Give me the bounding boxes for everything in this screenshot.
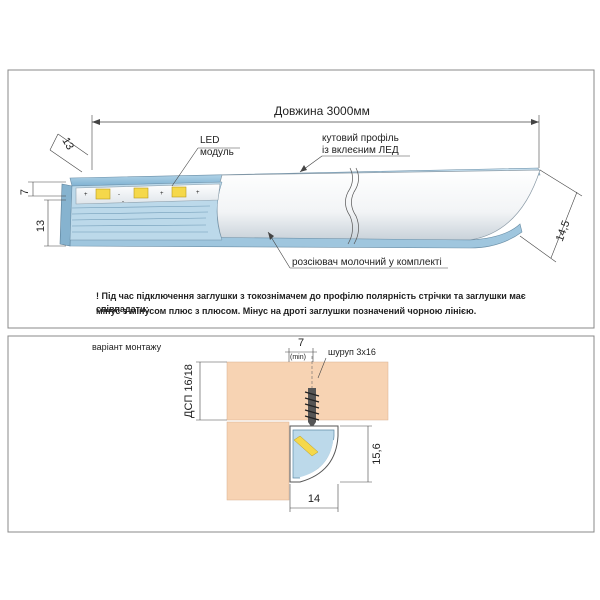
- dim156-label: 15,6: [371, 443, 383, 464]
- bottom-panel-frame: [7, 335, 595, 533]
- diffuser-body: [216, 169, 541, 241]
- dsp-label: ДСП 16/18: [183, 364, 195, 418]
- screw-leader: [317, 357, 327, 379]
- led-chip-3: [171, 186, 187, 198]
- diffuser-leader-arrow: [268, 232, 274, 240]
- profile-end-face: [59, 183, 73, 247]
- screw-label: шуруп 3х16: [328, 347, 376, 357]
- profile-bottom: [65, 223, 523, 249]
- svg-text:-: -: [122, 199, 124, 205]
- diffuser-label: розсіювач молочний у комплекті: [292, 257, 442, 268]
- polarity-note-line1: ! Під час підключення заглушки з токозні…: [96, 291, 526, 314]
- corner-leader-arrow: [300, 165, 307, 172]
- dim-7: 7: [19, 189, 31, 195]
- corner-profile-label-1: кутовий профіль: [322, 132, 399, 144]
- mount-label: варіант монтажу: [92, 342, 162, 352]
- led-chip-2: [133, 187, 149, 199]
- length-label: Довжина 3000мм: [274, 104, 370, 118]
- svg-text:+: +: [196, 190, 200, 196]
- led-module-label-1: LED: [200, 135, 219, 146]
- dim-min-label: (min): [290, 354, 306, 361]
- profile-hatching: [71, 205, 211, 233]
- length-arrow-right: [531, 119, 539, 125]
- svg-text:-: -: [118, 192, 120, 198]
- dim-13-left: 13: [35, 220, 47, 232]
- led-chip-1: [95, 188, 111, 200]
- dim-13-top: 13: [59, 136, 76, 153]
- polarity-note-line2: мінус з мінусом плюс з плюсом. Мінус на …: [96, 306, 477, 316]
- length-arrow-left: [92, 119, 100, 125]
- svg-text:+: +: [160, 191, 164, 197]
- led-leader: [171, 147, 199, 187]
- mini-diffuser: [299, 439, 335, 479]
- break-line-1: [345, 167, 353, 245]
- break-line-2: [351, 167, 359, 245]
- dim7-label: 7: [298, 337, 304, 349]
- dim14-label: 14: [308, 493, 320, 505]
- corner-profile-label-2: із вклеєним ЛЕД: [322, 145, 399, 156]
- screw-threads: [304, 391, 320, 421]
- top-panel-frame: [7, 69, 595, 329]
- led-module-label-2: модуль: [200, 147, 234, 158]
- board-side: [226, 421, 290, 501]
- dim-14-5: 14,5: [554, 219, 573, 243]
- svg-text:+: +: [84, 192, 88, 198]
- mini-led: [293, 435, 319, 457]
